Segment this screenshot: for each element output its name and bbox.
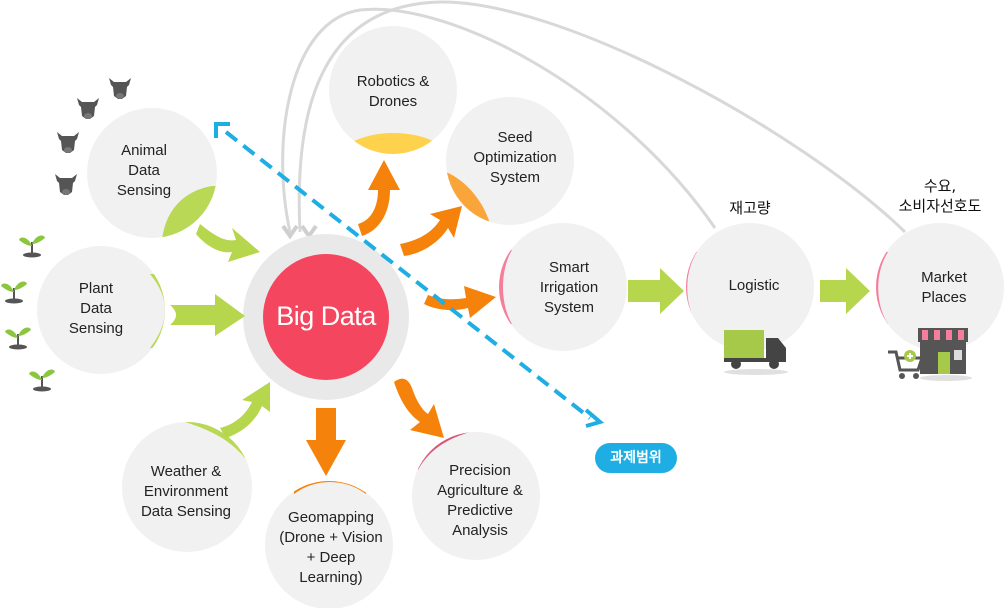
arrow-center-to-seed (400, 206, 462, 256)
label-logistic: Logistic (728, 277, 780, 294)
arrow-center-to-precision (394, 378, 444, 438)
arrow-center-to-irrigation (424, 286, 496, 318)
arrow-irrigation-to-logistic (628, 268, 684, 314)
arrow-center-to-robotics (358, 160, 400, 236)
label-market-places: Market Places (921, 269, 967, 306)
cow-icon (55, 174, 77, 195)
seedling-icon (1, 281, 27, 304)
seedling-icon (5, 327, 31, 350)
cow-icons (55, 78, 131, 195)
node-logistic (686, 223, 814, 351)
truck-icon (724, 330, 788, 375)
seedling-icon (29, 369, 55, 392)
label-robotics-drones: Robotics & Drones (356, 73, 430, 110)
scope-badge: 과제범위 (595, 443, 677, 473)
green-arrows (170, 224, 870, 438)
cow-icon (109, 78, 131, 99)
label-precision-agriculture: Precision Agriculture & Predictive Analy… (437, 462, 523, 539)
node-plant-data-sensing (37, 246, 165, 374)
label-weather-data-sensing: Weather & Environment Data Sensing (140, 463, 232, 520)
cow-icon (77, 98, 99, 119)
label-smart-irrigation: Smart Irrigation System (539, 259, 599, 316)
node-market-places (876, 223, 1004, 351)
cow-icon (57, 132, 79, 153)
header-demand-preference: 수요, 소비자선호도 (898, 177, 982, 215)
seedling-icons (1, 235, 55, 392)
shopping-cart-icon (888, 350, 925, 379)
big-data-label: Big Data (276, 301, 376, 331)
label-plant-data-sensing: Plant Data Sensing (68, 280, 124, 337)
scope-dashed-line (214, 122, 605, 428)
arrow-logistic-to-market (820, 268, 870, 314)
arrow-center-to-geomapping (306, 408, 346, 476)
orange-arrows (306, 160, 496, 476)
arrow-animal-to-center (196, 224, 260, 262)
label-geomapping: Geomapping (Drone + Vision + Deep Learni… (279, 509, 383, 586)
header-inventory: 재고량 (729, 199, 771, 217)
seedling-icon (19, 235, 45, 258)
label-animal-data-sensing: Animal Data Sensing (116, 142, 172, 199)
label-seed-optimization: Seed Optimization System (473, 129, 557, 186)
arrow-weather-to-center (220, 382, 270, 438)
node-geomapping (265, 481, 393, 608)
feedback-arcs (281, 0, 907, 240)
arrow-plant-to-center (170, 294, 245, 336)
big-data-node (243, 234, 409, 400)
store-icon (918, 328, 972, 381)
